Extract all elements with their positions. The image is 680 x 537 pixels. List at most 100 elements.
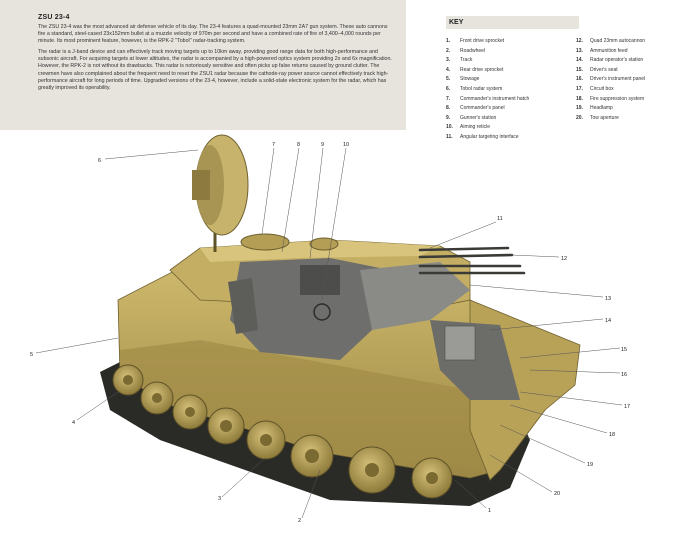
key-item-label: Aiming reticle [460,124,491,131]
key-title: KEY [446,16,579,29]
intro-paragraph-1: The ZSU 23-4 was the most advanced air d… [38,24,388,45]
key-item-label: Track [460,57,473,64]
key-item-label: Commander's instrument hatch [460,95,530,102]
key-item-label: Front drive sprocket [460,38,505,44]
key-item-number: 15. [576,66,583,73]
key-item-label: Headlamp [590,105,613,112]
key-column-1: 1. Front drive sprocket 2. Roadwheel 3. Track… [446,37,576,143]
key-item: 1. Front drive sprocket [446,37,576,47]
key-item: 15. Driver's seat [576,66,676,76]
key-item: 8. Commander's panel [446,104,576,114]
key-item-label: Ammunition feed [590,47,628,54]
intro-paragraph-2: The radar is a J-band device and can eff… [38,49,392,91]
key-item-number: 14. [576,57,583,64]
key-item-label: Driver's instrument panel [590,76,646,83]
commander-hatch [240,233,290,251]
radar-dish [192,134,249,252]
key-item-number: 19. [576,105,583,112]
key-item-label: Radar operator's station [590,57,644,64]
key-item-label: Tobol radar system [460,85,503,92]
callout-number: 20 [554,491,560,497]
key-item: 11.Angular targeting interface [446,133,576,143]
commander-seat [228,278,258,334]
key-item-number: 20. [576,114,583,121]
callout-number: 17 [624,404,630,410]
hull-side [120,340,500,470]
key-panel: KEY 1. Front drive sprocket 2. Roadwheel 3. T… [446,16,676,143]
callout-number: 3 [218,496,221,502]
key-item-number: 1. [446,38,451,44]
key-item-label: Roadwheel [460,47,486,54]
key-item-number: 13. [576,47,583,54]
key-item-number: 12. [576,38,583,44]
quad-autocannon [418,246,526,275]
key-item: 20. Tow aperture [576,114,676,124]
gunner-hatch [309,237,339,251]
key-item-number: 3. [446,57,451,64]
intro-panel: ZSU 23-4 The ZSU 23-4 was the most advan… [0,0,406,130]
gunner-panel [300,265,340,295]
callout-number: 2 [298,518,301,524]
callout-number: 10 [343,142,349,148]
key-item: 9. Gunner's station [446,114,576,124]
key-item: 5. Stowage [446,75,576,85]
key-item-number: 8. [446,105,451,112]
callout-number: 8 [297,142,300,148]
key-item: 16. Driver's instrument panel [576,75,676,85]
callout-number: 4 [72,420,75,426]
key-item-label: Quad 23mm autocannon [590,38,646,44]
roadwheels [112,364,453,499]
key-item-label: Gunner's station [460,114,497,121]
key-item-label: Stowage [460,76,480,83]
key-item-number: 5. [446,76,451,83]
callout-number: 16 [621,372,627,378]
callout-number: 13 [605,296,611,302]
key-item: 18. Fire suppression system [576,95,676,105]
key-item-label: Rear drive sprocket [460,66,504,73]
key-item-number: 11. [446,133,453,140]
callout-number: 9 [321,142,324,148]
key-item-number: 6. [446,85,451,92]
callout-number: 14 [605,318,611,324]
key-item-label: Circuit box [590,85,614,92]
interior-cutaway [230,258,380,360]
key-item: 19. Headlamp [576,104,676,114]
driver-instrument-panel [444,325,476,361]
ammo-feed [360,262,470,330]
key-item: 14. Radar operator's station [576,56,676,66]
key-item-number: 7. [446,95,451,102]
key-item: 13. Ammunition feed [576,47,676,57]
key-item-number: 9. [446,114,451,121]
key-item-number: 17. [576,85,583,92]
callout-number: 19 [587,462,593,468]
callout-number: 7 [272,142,275,148]
callout-number: 18 [609,432,615,438]
key-item: 17. Circuit box [576,85,676,95]
callout-number: 6 [98,158,101,164]
callout-number: 11 [497,216,503,222]
key-item: 7. Commander's instrument hatch [446,95,576,105]
intro-title: ZSU 23-4 [38,14,70,21]
callout-number: 15 [621,347,627,353]
callout-lines [35,147,623,519]
key-item: 12. Quad 23mm autocannon [576,37,676,47]
aiming-reticle-icon [313,303,331,321]
key-item-label: Tow aperture [590,114,619,121]
callout-number: 12 [561,256,567,262]
key-item: 6. Tobol radar system [446,85,576,95]
callout-number: 5 [30,352,33,358]
key-item: 2. Roadwheel [446,47,576,57]
key-item-label: Fire suppression system [590,95,645,102]
key-item-number: 2. [446,47,451,54]
key-item-number: 18. [576,95,583,102]
key-item-number: 16. [576,76,583,83]
key-item-number: 10. [446,124,453,131]
key-item-label: Commander's panel [460,105,505,112]
key-item-label: Driver's seat [590,66,618,73]
callout-number: 1 [488,508,491,514]
key-item: 3. Track [446,56,576,66]
key-item: 10. Aiming reticle [446,123,576,133]
key-item-number: 4. [446,66,451,73]
